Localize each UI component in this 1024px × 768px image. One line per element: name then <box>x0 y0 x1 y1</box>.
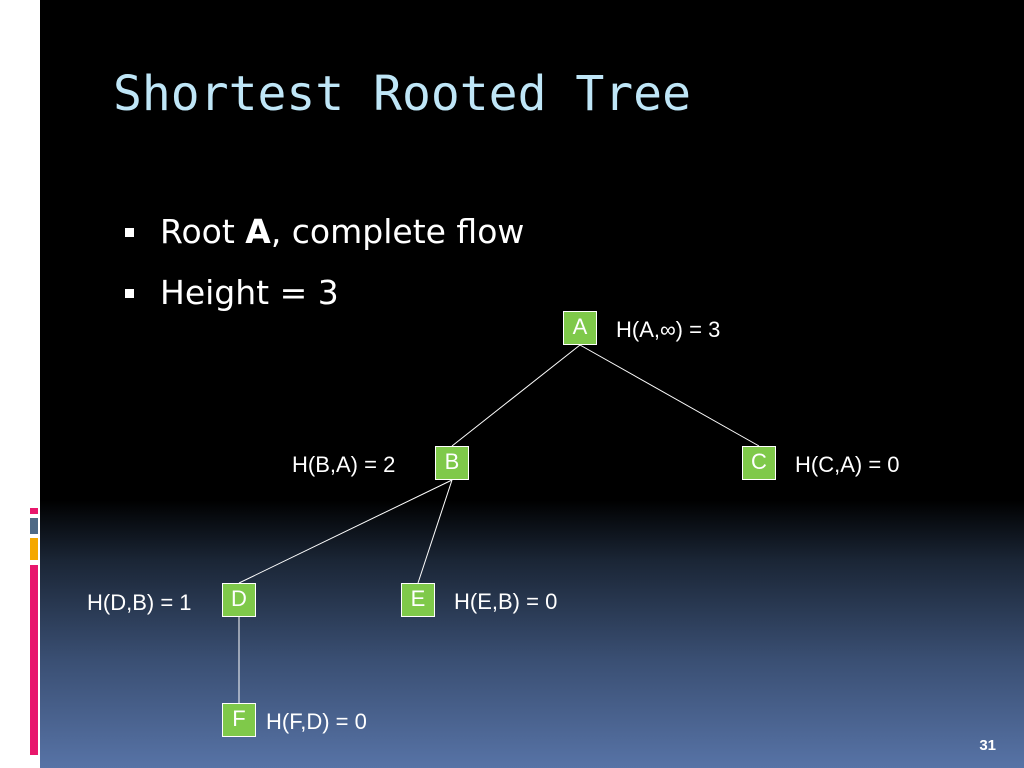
decor-bar-pink-1 <box>30 508 38 514</box>
slide-title: Shortest Rooted Tree <box>113 66 691 122</box>
bullet-text: Height = 3 <box>160 273 339 312</box>
tree-node-b: B <box>435 446 469 480</box>
edge-b-e <box>417 479 453 584</box>
tree-node-e: E <box>401 583 435 617</box>
decor-bar-slate <box>30 518 38 534</box>
slide-number: 31 <box>979 737 996 754</box>
tree-node-f: F <box>222 703 256 737</box>
height-label-c: H(C,A) = 0 <box>795 452 900 477</box>
edge-a-c <box>579 344 760 447</box>
bullet-marker <box>125 289 134 298</box>
height-label-a: H(A,∞) = 3 <box>616 317 721 342</box>
tree-node-d: D <box>222 583 256 617</box>
bullet-text: Root A, complete flow <box>160 212 525 251</box>
decor-bar-orange <box>30 538 38 560</box>
edge-b-d <box>238 479 453 584</box>
bullet-marker <box>125 228 134 237</box>
edge-a-b <box>451 344 581 447</box>
height-label-d: H(D,B) = 1 <box>87 590 192 615</box>
tree-node-c: C <box>742 446 776 480</box>
decor-bar-pink-2 <box>30 565 38 755</box>
tree-node-a: A <box>563 311 597 345</box>
height-label-e: H(E,B) = 0 <box>454 589 558 614</box>
height-label-b: H(B,A) = 2 <box>292 452 396 477</box>
left-strip <box>0 0 40 768</box>
height-label-f: H(F,D) = 0 <box>266 709 367 734</box>
